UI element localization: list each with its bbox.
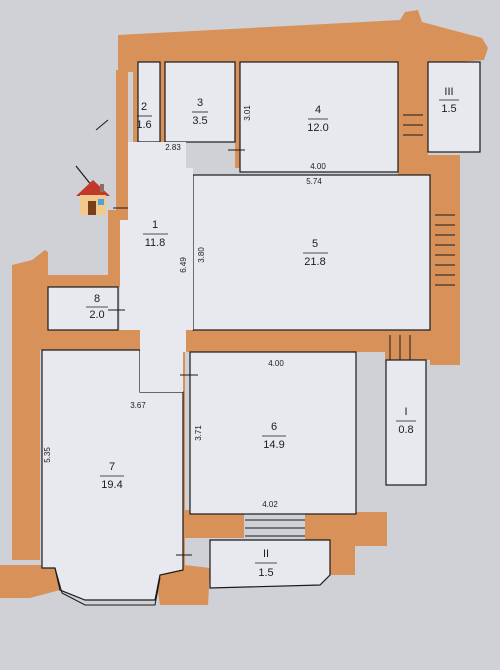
room-I-area: 0.8 [398,424,413,436]
room-7-area: 19.4 [101,479,122,491]
house-icon [75,165,110,215]
dim-3-01: 3.01 [243,105,252,121]
room-6-area: 14.9 [263,439,284,451]
room-8-number: 8 [94,293,100,305]
openings [95,114,455,556]
room-3-number: 3 [197,97,203,109]
room-floors [41,61,481,601]
room-1-number: 1 [152,219,158,231]
room-II-number: II [263,548,269,560]
dim-5-35: 5.35 [43,447,52,463]
dim-3-71: 3.71 [194,425,203,441]
room-2-area: 1.6 [136,119,151,131]
dim-6-49: 6.49 [179,257,188,273]
dim-3-67: 3.67 [130,401,146,410]
room-II-area: 1.5 [258,567,273,579]
bay-window [54,567,161,606]
dim-5-74: 5.74 [306,177,322,186]
dim-4-00-top: 4.00 [310,162,326,171]
room-7-number: 7 [109,461,115,473]
room-III-area: 1.5 [441,103,456,115]
room-8-area: 2.0 [89,309,104,321]
room-5-number: 5 [312,238,318,250]
room-6-number: 6 [271,421,277,433]
dim-2-83: 2.83 [165,143,181,152]
corridor-floor [120,142,193,392]
room-5-area: 21.8 [304,256,325,268]
room-4-number: 4 [315,104,321,116]
room-III-number: III [444,86,453,98]
dim-4-00-mid: 4.00 [268,359,284,368]
room-4-area: 12.0 [307,122,328,134]
dim-3-80: 3.80 [197,247,206,263]
room-1-area: 11.8 [145,237,166,249]
room-I-number: I [404,406,407,418]
dim-4-02: 4.02 [262,500,278,509]
room-3-area: 3.5 [192,115,207,127]
room-2-number: 2 [141,101,147,113]
